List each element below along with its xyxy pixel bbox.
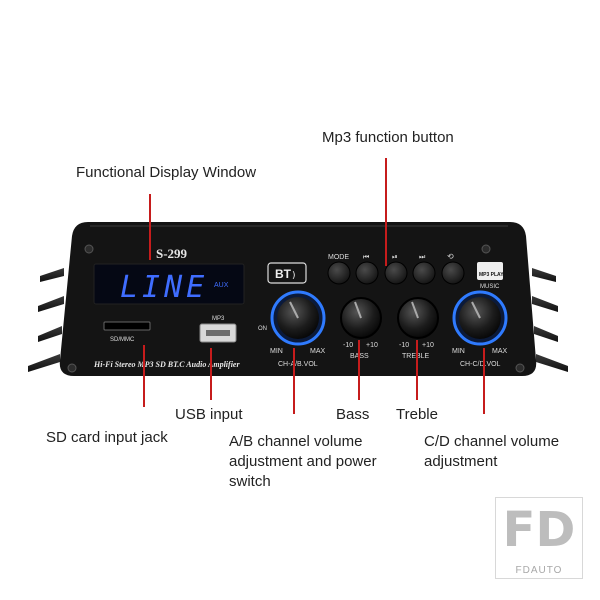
heatsink-right	[532, 268, 568, 372]
leader-mp3-button	[385, 158, 387, 266]
screw-icon	[67, 363, 77, 373]
play-pause-button	[384, 261, 408, 285]
svg-text:): )	[292, 271, 296, 281]
svg-text:MP3 PLAY: MP3 PLAY	[479, 272, 504, 278]
repeat-button	[441, 261, 465, 285]
svg-text:BT: BT	[275, 267, 292, 281]
svg-text:+10: +10	[422, 342, 434, 349]
callout-mp3-function-button: Mp3 function button	[322, 129, 454, 146]
prev-icon: ⏮	[363, 253, 369, 261]
bt-badge	[267, 262, 307, 284]
callout-treble: Treble	[396, 406, 438, 423]
callout-ab-volume: A/B channel volume adjustment and power …	[229, 433, 377, 490]
cd-volume-label: CH-C/D.VOL	[460, 361, 501, 368]
svg-text:MAX: MAX	[492, 348, 508, 355]
callout-usb-input: USB input	[175, 406, 243, 423]
mp3-function-buttons[interactable]	[327, 261, 465, 285]
display-aux-badge: AUX	[214, 282, 229, 289]
svg-text:MAX: MAX	[310, 348, 326, 355]
mp3-play-logo	[477, 262, 503, 280]
repeat-icon: ⟲	[447, 252, 454, 261]
leader-display-window	[149, 194, 151, 260]
ab-volume-label: CH-A/B.VOL	[278, 361, 318, 368]
leader-ab-volume	[293, 348, 295, 414]
knob-bass[interactable]	[340, 297, 382, 339]
play-pause-icon: ⏯	[392, 253, 398, 261]
next-button	[412, 261, 436, 285]
mode-button	[327, 261, 351, 285]
svg-text:MIN: MIN	[270, 348, 283, 355]
callout-bass: Bass	[336, 406, 370, 423]
svg-text:-10: -10	[399, 342, 409, 349]
leader-sd-card	[143, 345, 145, 407]
on-label: ON	[258, 326, 267, 332]
fdauto-watermark: FD FDAUTO	[495, 497, 583, 579]
music-label: MUSIC	[480, 284, 500, 290]
amplifier-strip-text: Hi-Fi Stereo MP3 SD BT.C Audio Amplifier	[93, 360, 240, 369]
bass-label: BASS	[350, 353, 369, 360]
sd-label: SD/MMC	[110, 337, 135, 343]
knob-treble[interactable]	[397, 297, 439, 339]
usb-label: MP3	[212, 316, 225, 322]
screw-icon	[515, 363, 525, 373]
heatsink-left	[28, 268, 64, 372]
watermark-logo: FD	[502, 502, 576, 558]
leader-cd-volume	[483, 348, 485, 414]
knob-cd-volume[interactable]	[452, 290, 508, 346]
callout-display-window: Functional Display Window	[76, 164, 257, 181]
treble-label: TREBLE	[402, 353, 430, 360]
display-text: LINE	[120, 270, 208, 305]
svg-text:+10: +10	[366, 342, 378, 349]
mode-button-label: MODE	[328, 254, 349, 261]
leader-usb	[210, 348, 212, 400]
display-window	[93, 263, 245, 305]
callout-sd-card: SD card input jack	[46, 429, 168, 446]
leader-treble	[416, 340, 418, 400]
screw-icon	[84, 244, 94, 254]
svg-text:MIN: MIN	[452, 348, 465, 355]
leader-bass	[358, 340, 360, 400]
model-label: S-299	[156, 246, 188, 261]
sd-card-slot	[103, 321, 151, 331]
screw-icon	[481, 244, 491, 254]
prev-button	[355, 261, 379, 285]
knob-ab-volume[interactable]	[270, 290, 326, 346]
watermark-text: FDAUTO	[515, 565, 563, 576]
svg-text:-10: -10	[343, 342, 353, 349]
callout-cd-volume: C/D channel volume adjustment	[424, 433, 560, 470]
next-icon: ⏭	[419, 253, 426, 261]
